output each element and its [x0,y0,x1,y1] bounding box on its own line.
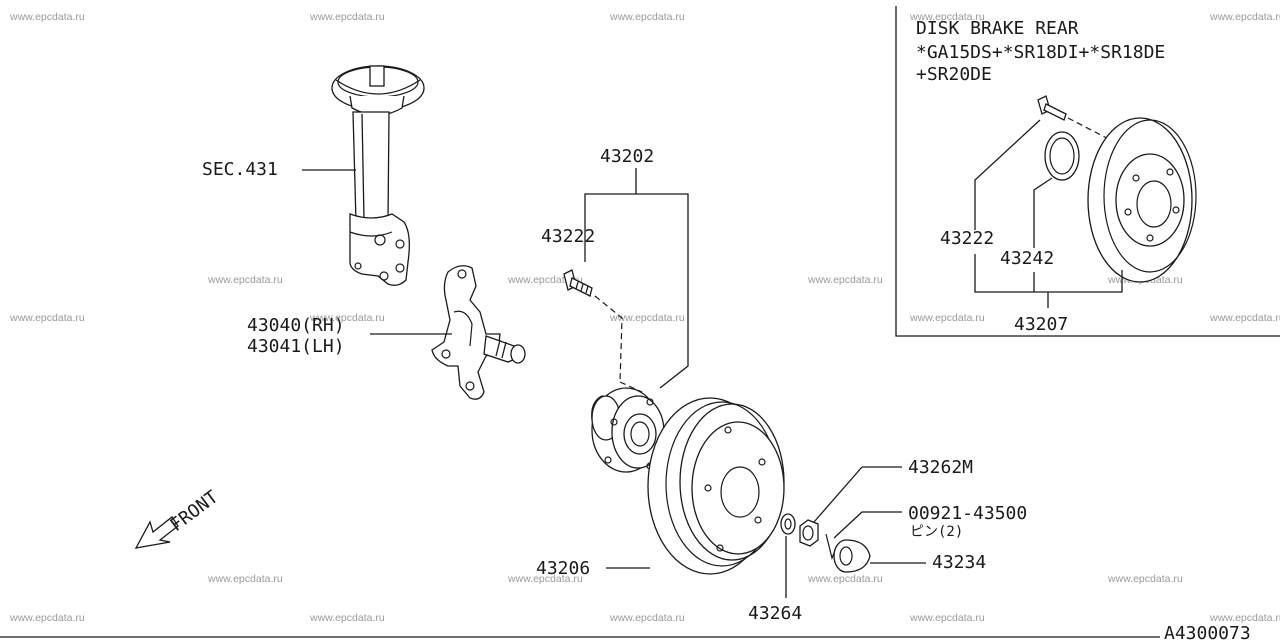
brake-drum-43206[interactable] [647,397,785,575]
watermark: www.epcdata.ru [9,11,85,23]
disk-brake-rear-inset: DISK BRAKE REAR *GA15DS+*SR18DI+*SR18DE … [895,6,1280,337]
strut-assembly[interactable] [331,65,425,286]
inset-43222-label[interactable]: 43222 [940,228,994,249]
watermark: www.epcdata.ru [309,312,385,324]
watermark: www.epcdata.ru [9,312,85,324]
watermark: www.epcdata.ru [1107,573,1183,585]
lock-nut-43262m[interactable] [799,519,819,547]
watermark: www.epcdata.ru [1209,11,1280,23]
43264-label[interactable]: 43264 [748,603,802,624]
inset-engine-line: *GA15DS+*SR18DI+*SR18DE [916,42,1165,63]
inset-seal-43242[interactable] [1044,131,1080,181]
watermark: www.epcdata.ru [609,11,685,23]
inset-43242-label[interactable]: 43242 [1000,248,1054,269]
watermark: www.epcdata.ru [807,274,883,286]
diagram-code: A4300073 [1164,623,1251,640]
hub-bolt-43222[interactable] [563,269,593,297]
grease-cap-43234[interactable] [833,539,871,573]
sec-431-label[interactable]: SEC.431 [202,159,278,180]
watermark: www.epcdata.ru [609,612,685,624]
pin-quantity-note: ピン(2) [910,524,963,540]
knuckle[interactable] [431,265,526,400]
watermarks: www.epcdata.ru www.epcdata.ru www.epcdat… [9,11,1280,624]
watermark: www.epcdata.ru [507,573,583,585]
watermark: www.epcdata.ru [309,11,385,23]
watermark: www.epcdata.ru [207,573,283,585]
inset-engine-line-2: +SR20DE [916,64,992,85]
43222-label[interactable]: 43222 [541,226,595,247]
watermark: www.epcdata.ru [909,312,985,324]
inset-title: DISK BRAKE REAR [916,18,1079,39]
watermark: www.epcdata.ru [807,573,883,585]
inset-disc-rotor-43207[interactable] [1087,117,1197,283]
watermark: www.epcdata.ru [1209,612,1280,624]
watermark: www.epcdata.ru [9,612,85,624]
watermark: www.epcdata.ru [1209,312,1280,324]
43041-lh-label[interactable]: 43041(LH) [247,336,345,357]
front-label: FRONT [166,487,222,536]
00921-43500-label[interactable]: 00921-43500 [908,503,1027,524]
43206-label[interactable]: 43206 [536,558,590,579]
inset-43207-label[interactable]: 43207 [1014,314,1068,335]
wheel-hub-43202[interactable] [591,387,665,473]
watermark: www.epcdata.ru [609,312,685,324]
washer-43264[interactable] [780,513,796,535]
watermark: www.epcdata.ru [909,612,985,624]
43040-rh-label[interactable]: 43040(RH) [247,315,345,336]
watermark: www.epcdata.ru [207,274,283,286]
watermark: www.epcdata.ru [309,612,385,624]
43234-label[interactable]: 43234 [932,552,986,573]
43202-label[interactable]: 43202 [600,146,654,167]
inset-hub-bolt-43222[interactable] [1037,95,1067,121]
watermark: www.epcdata.ru [507,274,583,286]
front-direction-arrow: FRONT [134,487,222,549]
watermark: www.epcdata.ru [909,11,985,23]
43262m-label[interactable]: 43262M [908,457,973,478]
